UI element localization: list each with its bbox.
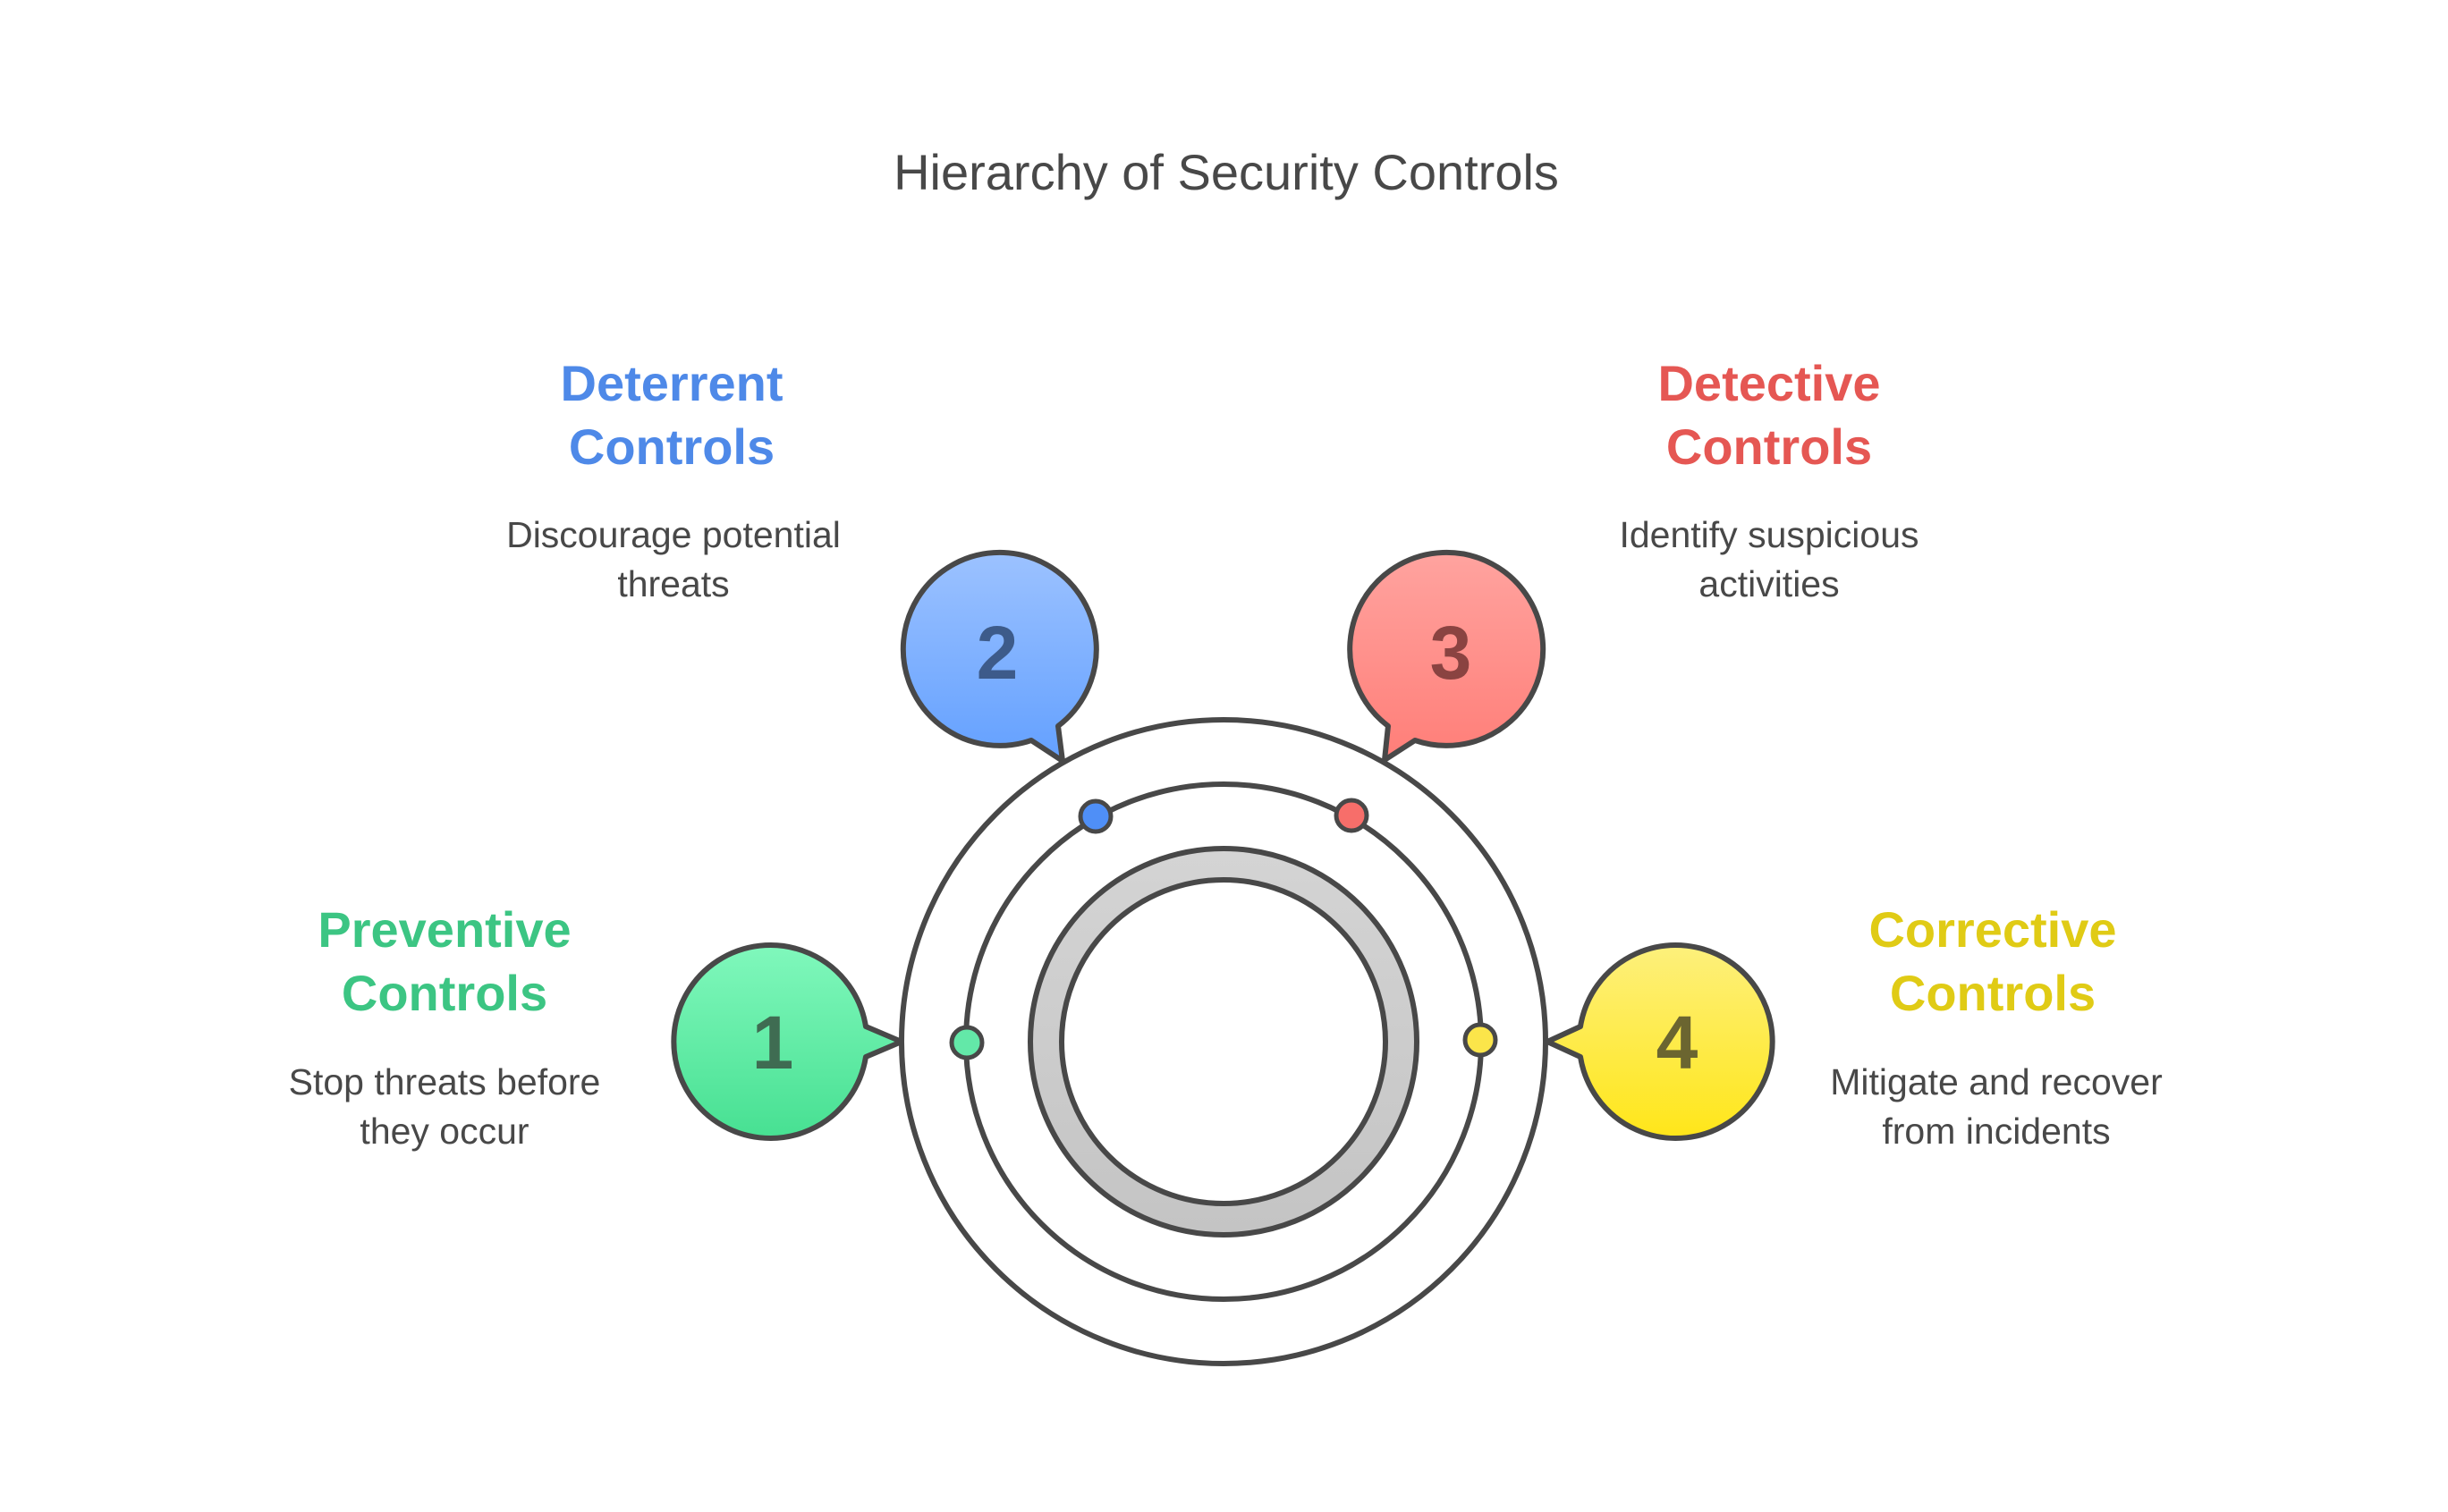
concentric-rings [899,717,1548,1366]
dot-deterrent [1078,798,1114,834]
step-number-3: 3 [1430,611,1472,695]
speech-bubble-shape [671,942,904,1141]
label-preventive: Preventive Controls Stop threats before … [289,901,601,1152]
control-description: Mitigate and recover [1830,1061,2162,1102]
control-description: threats [617,563,729,604]
control-title: Controls [342,965,547,1021]
control-title: Controls [1666,418,1872,475]
label-deterrent: Deterrent Controls Discourage potential … [506,355,841,604]
core-ring-inner [1059,877,1388,1206]
label-corrective: Corrective Controls Mitigate and recover… [1830,901,2162,1152]
diagram-title: Hierarchy of Security Controls [894,144,1559,200]
step-number-4: 4 [1656,1001,1698,1085]
dot-corrective [1462,1022,1498,1058]
dot-detective [1334,798,1369,833]
dot-preventive [949,1025,985,1060]
bubble-corrective: 4 [1545,942,1775,1141]
bubble-detective: 3 [1347,549,1546,763]
speech-bubble-shape [900,549,1099,764]
step-number-1: 1 [752,1001,794,1085]
control-description: Stop threats before [289,1061,601,1102]
control-title: Controls [569,418,775,475]
speech-bubble-shape [1545,942,1775,1141]
control-description: Discourage potential [506,514,841,555]
label-detective: Detective Controls Identify suspicious a… [1619,355,1919,604]
control-title: Preventive [318,901,571,958]
control-description: from incidents [1882,1111,2110,1152]
control-title: Corrective [1868,901,2116,958]
speech-bubble-shape [1347,549,1546,763]
control-description: activities [1698,563,1839,604]
step-number-2: 2 [977,611,1019,695]
control-description: they occur [360,1111,529,1152]
control-title: Controls [1890,965,2096,1021]
control-title: Detective [1657,355,1880,411]
bubble-preventive: 1 [671,942,904,1141]
bubble-deterrent: 2 [900,549,1099,764]
control-title: Deterrent [561,355,784,411]
control-description: Identify suspicious [1619,514,1919,555]
